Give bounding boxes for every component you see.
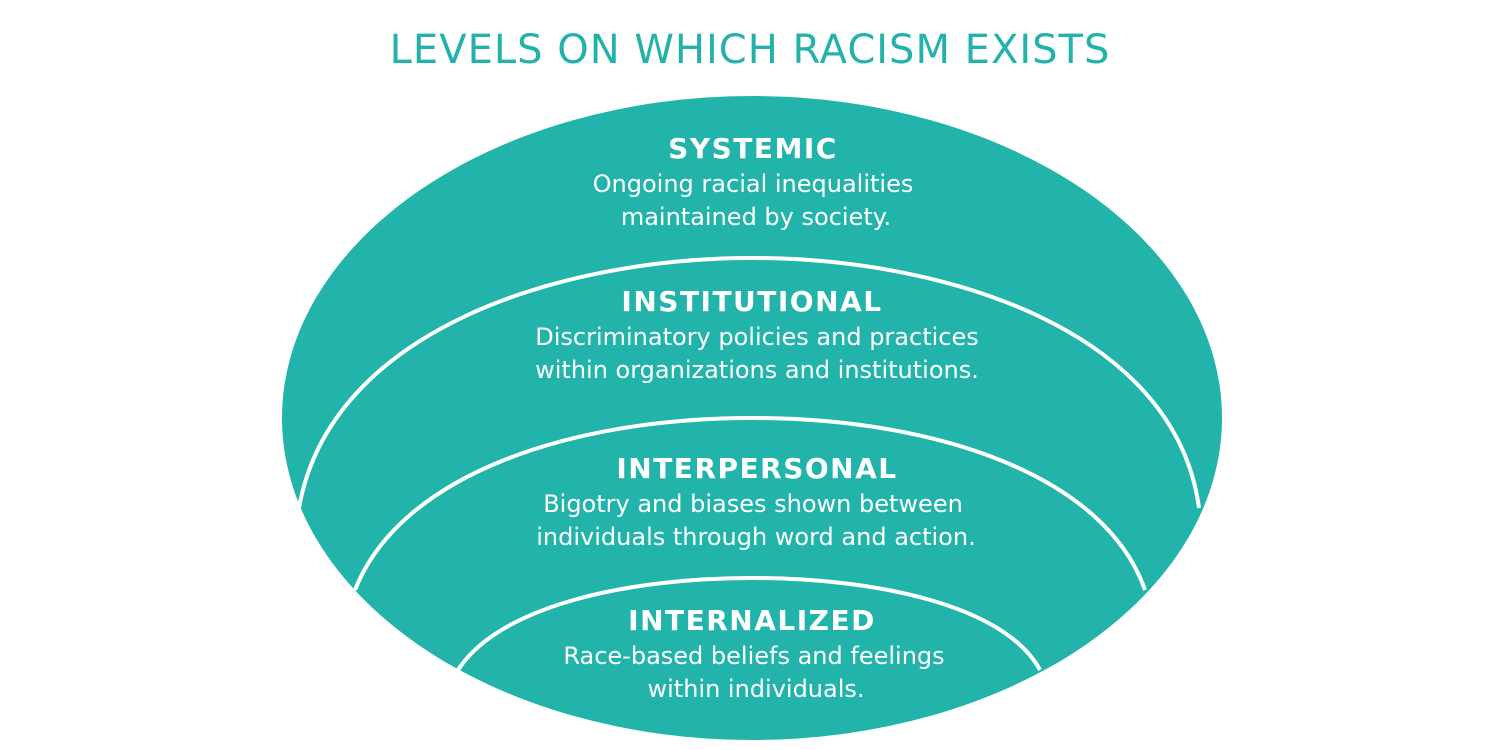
level-desc-systemic-line-2: maintained by society. <box>621 203 891 231</box>
level-desc-institutional-line-1: Discriminatory policies and practices <box>535 323 978 351</box>
divider-systemic-institutional <box>297 255 1201 509</box>
level-desc-institutional-line-2: within organizations and institutions. <box>535 356 979 384</box>
level-desc-systemic-line-1: Ongoing racial inequalities <box>593 170 914 198</box>
level-desc-interpersonal-line-2: individuals through word and action. <box>536 523 975 551</box>
level-desc-interpersonal-line-1: Bigotry and biases shown between <box>543 490 963 518</box>
level-title-internalized: INTERNALIZED <box>628 604 876 637</box>
divider-institutional-interpersonal <box>353 415 1147 591</box>
page-title: LEVELS ON WHICH RACISM EXISTS <box>389 27 1111 73</box>
level-title-institutional: INSTITUTIONAL <box>621 285 882 318</box>
level-title-interpersonal: INTERPERSONAL <box>616 452 897 485</box>
divider-interpersonal-internalized <box>456 575 1042 672</box>
level-title-systemic: SYSTEMIC <box>668 132 838 165</box>
level-desc-internalized-line-1: Race-based beliefs and feelings <box>563 642 944 670</box>
level-desc-internalized-line-2: within individuals. <box>647 675 864 703</box>
